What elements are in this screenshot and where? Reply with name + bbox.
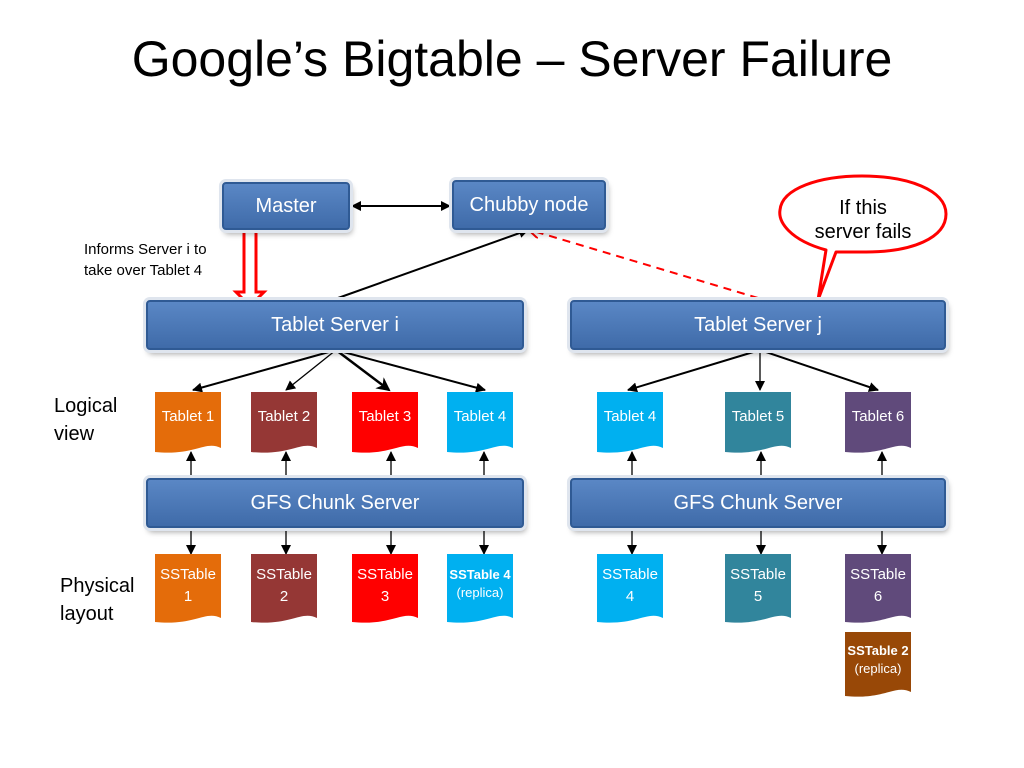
callout-bubble — [778, 174, 948, 302]
sstable-2-replica: SSTable 2(replica) — [845, 632, 911, 700]
master-box: Master — [222, 182, 350, 230]
tablet-5: Tablet 5 — [725, 392, 791, 456]
tablet-4-left: Tablet 4 — [447, 392, 513, 456]
callout-text: If this server fails — [814, 197, 912, 243]
server-j-chubby-dashed — [530, 230, 759, 299]
sstable-4-replica: SSTable 4(replica) — [447, 554, 513, 626]
chubby-node-box: Chubby node — [452, 180, 606, 230]
physical-layout-label: Physical layout — [60, 575, 135, 625]
logical-view-label: Logical view — [54, 395, 118, 445]
tablet-server-j: Tablet Server j — [570, 300, 946, 350]
gfs-chunk-server-left: GFS Chunk Server — [146, 478, 524, 528]
tablet-2: Tablet 2 — [251, 392, 317, 456]
slide-title: Google’s Bigtable – Server Failure — [131, 31, 893, 87]
inform-arrow — [232, 220, 268, 309]
inform-note: Informs Server i to take over Tablet 4 — [84, 241, 207, 279]
tablet-server-i: Tablet Server i — [146, 300, 524, 350]
tablet-1: Tablet 1 — [155, 392, 221, 456]
server-i-chubby-line — [337, 228, 529, 299]
tablet-6: Tablet 6 — [845, 392, 911, 456]
gfs-chunk-server-right: GFS Chunk Server — [570, 478, 946, 528]
tablet-4-right: Tablet 4 — [597, 392, 663, 456]
tablet-3: Tablet 3 — [352, 392, 418, 456]
